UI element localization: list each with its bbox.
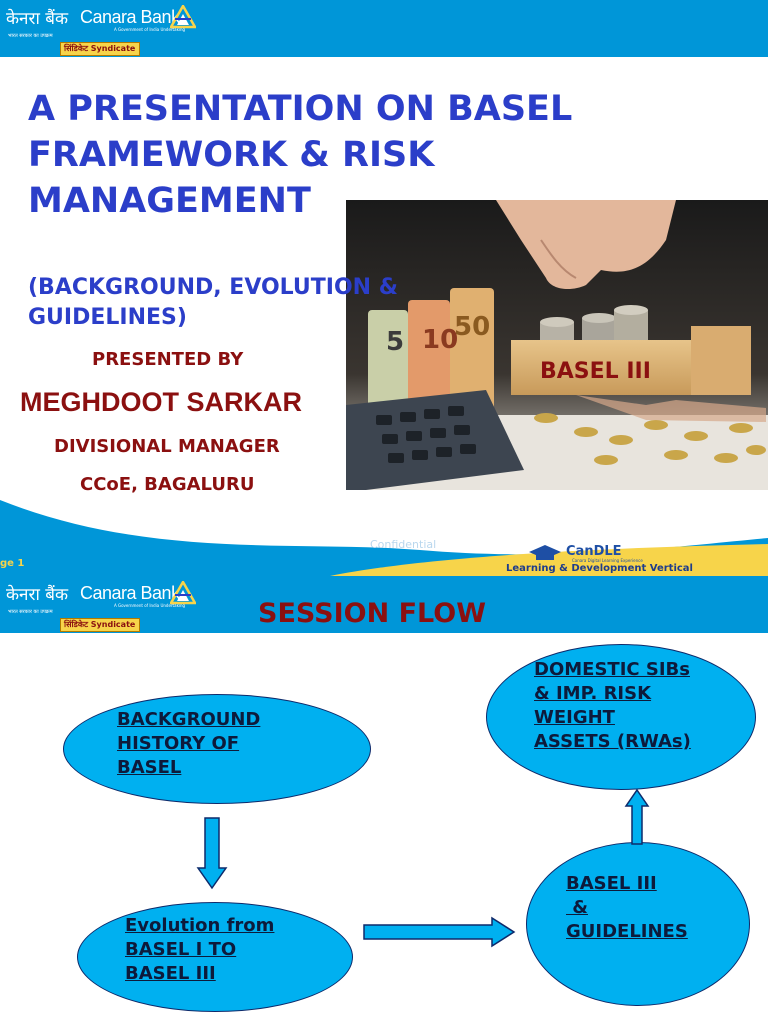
node-line: ASSETS (RWAs) bbox=[534, 731, 691, 752]
presenter-office: CCoE, BAGALURU bbox=[80, 474, 255, 495]
presenter-designation: DIVISIONAL MANAGER bbox=[54, 436, 280, 457]
syndicate-badge: सिंडिकेट Syndicate bbox=[60, 618, 141, 632]
node-domestic-sibs bbox=[486, 644, 756, 790]
arrow-down bbox=[196, 817, 228, 890]
node-line: BASEL I TO bbox=[125, 939, 237, 960]
candle-subtitle: Canara Digital Learning Experience bbox=[572, 558, 643, 563]
session-flow-title: SESSION FLOW bbox=[258, 598, 486, 629]
logo-tagline: A Government of India Undertaking bbox=[114, 603, 186, 608]
node-line: BASEL III bbox=[125, 963, 216, 984]
confidential-mark: Confidential bbox=[370, 538, 437, 551]
node-line: Evolution from bbox=[125, 915, 275, 936]
node-line: HISTORY OF bbox=[117, 733, 240, 754]
node-background-text: BACKGROUND HISTORY OF BASEL bbox=[117, 708, 260, 780]
node-line: BASEL III bbox=[566, 873, 657, 894]
vertical-label: Learning & Development Vertical bbox=[506, 563, 693, 574]
arrow-right bbox=[363, 916, 516, 948]
slide-2: केनरा बैंक Canara Bank भारत सरकार का उपक… bbox=[0, 576, 768, 1024]
node-evolution bbox=[77, 902, 353, 1012]
node-guidelines bbox=[526, 842, 750, 1006]
arrow-up bbox=[624, 788, 650, 845]
svg-text:5: 5 bbox=[386, 327, 404, 357]
logo-tagline-hindi: भारत सरकार का उपक्रम bbox=[8, 609, 53, 615]
logo-hindi-text: केनरा बैंक bbox=[6, 9, 69, 29]
logo-tagline: A Government of India Undertaking bbox=[114, 27, 186, 32]
node-line: BACKGROUND bbox=[117, 709, 261, 730]
svg-text:10: 10 bbox=[422, 325, 458, 355]
header-bar: केनरा बैंक Canara Bank भारत सरकार का उपक… bbox=[0, 576, 768, 633]
basel-iii-photo: 5 10 50 BASEL III bbox=[346, 200, 768, 490]
node-background bbox=[63, 694, 371, 804]
node-domestic-text: DOMESTIC SIBs & IMP. RISK WEIGHT ASSETS … bbox=[534, 658, 691, 754]
graduation-cap-icon bbox=[529, 545, 561, 560]
canara-triangle-icon bbox=[170, 581, 196, 605]
syndicate-badge: सिंडिकेट Syndicate bbox=[60, 42, 141, 56]
node-guidelines-text: BASEL III & GUIDELINES bbox=[566, 872, 688, 944]
node-line: BASEL bbox=[117, 757, 182, 778]
canara-bank-logo: केनरा बैंक Canara Bank भारत सरकार का उपक… bbox=[6, 4, 196, 56]
presented-by-label: PRESENTED BY bbox=[92, 349, 244, 370]
logo-hindi-text: केनरा बैंक bbox=[6, 585, 69, 605]
header-bar: केनरा बैंक Canara Bank भारत सरकार का उपक… bbox=[0, 0, 768, 57]
logo-bank-name: Canara Bank bbox=[80, 7, 180, 27]
image-caption: BASEL III bbox=[540, 359, 651, 384]
candle-logo: CanDLE Canara Digital Learning Experienc… bbox=[528, 543, 658, 565]
presentation-subtitle: (BACKGROUND, EVOLUTION & GUIDELINES) bbox=[28, 275, 398, 330]
node-line: WEIGHT bbox=[534, 707, 615, 728]
presenter-name: MEGHDOOT SARKAR bbox=[20, 387, 302, 417]
node-line: DOMESTIC SIBs bbox=[534, 659, 690, 680]
canara-bank-logo: केनरा बैंक Canara Bank भारत सरकार का उपक… bbox=[6, 580, 196, 632]
canara-triangle-icon bbox=[170, 5, 196, 29]
node-line: & IMP. RISK bbox=[534, 683, 652, 704]
presentation-title: A PRESENTATION ON BASEL FRAMEWORK & RISK… bbox=[28, 89, 573, 221]
logo-bank-name: Canara Bank bbox=[80, 583, 180, 603]
svg-text:50: 50 bbox=[454, 312, 490, 342]
page-number: ge 1 bbox=[0, 558, 25, 569]
logo-tagline-hindi: भारत सरकार का उपक्रम bbox=[8, 33, 53, 39]
candle-brand: CanDLE bbox=[566, 544, 622, 559]
slide-1: केनरा बैंक Canara Bank भारत सरकार का उपक… bbox=[0, 0, 768, 576]
node-line: & bbox=[566, 897, 588, 918]
node-evolution-text: Evolution from BASEL I TO BASEL III bbox=[125, 914, 274, 986]
node-line: GUIDELINES bbox=[566, 921, 688, 942]
